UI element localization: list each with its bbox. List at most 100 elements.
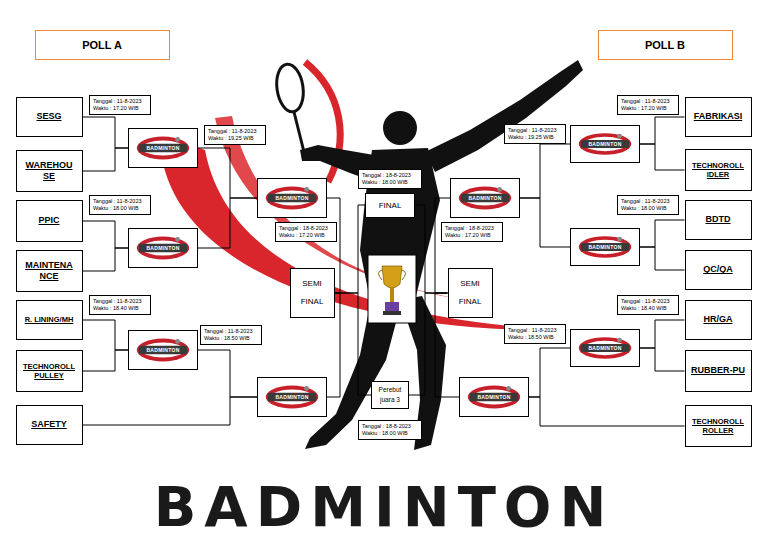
box-text: Tanggal : 11-8-2023 Waktu : 17.20 WIB (621, 98, 675, 111)
logo-shuttle (175, 339, 180, 344)
logo-shuttle (175, 137, 180, 142)
match-logo: BADMINTON (128, 228, 198, 268)
box-text: BADMINTON (146, 145, 179, 151)
box-text: POLL A (82, 39, 122, 51)
bracket-line (198, 198, 257, 248)
box-text: BADMINTON (146, 347, 179, 353)
logo-swoosh (584, 341, 627, 355)
team-box: R. LINING/MH (16, 300, 83, 340)
schedule-box: Tanggal : 18-8-2023 Waktu : 18.00 WIB (358, 169, 422, 189)
logo-band (268, 194, 317, 203)
bracket-line (83, 221, 129, 248)
schedule-box: Tanggal : 11-8-2023 Waktu : 18.50 WIB (200, 325, 262, 345)
team-box: RUBBER-PU (685, 350, 752, 392)
box-text: TECHNOROLL PULLEY (20, 362, 79, 381)
player-head (383, 111, 417, 145)
racket-head (274, 62, 306, 113)
box-text: BADMINTON (146, 245, 179, 251)
schedule-box: Tanggal : 11-8-2023 Waktu : 18.40 WIB (89, 295, 151, 315)
logo-band (139, 346, 188, 355)
bracket-line (409, 293, 448, 395)
box-text: Perebut juara 3 (374, 385, 406, 405)
bracket-line (335, 205, 366, 293)
schedule-box: Tanggal : 11-8-2023 Waktu : 19.25 WIB (204, 125, 266, 145)
team-box: TECHNOROLL PULLEY (16, 350, 83, 392)
bracket-line (198, 148, 257, 198)
schedule-box: Tanggal : 18-8-2023 Waktu : 17.20 WIB (275, 222, 337, 242)
team-box: SESG (16, 97, 83, 137)
team-box: BDTD (685, 200, 752, 240)
box-text: BADMINTON (275, 195, 308, 201)
player-silhouette (300, 60, 583, 450)
box-text: Tanggal : 11-8-2023 Waktu : 19.25 WIB (508, 127, 562, 140)
bracket-line (415, 205, 448, 293)
logo-band (139, 244, 188, 253)
box-text: Tanggal : 18-8-2023 Waktu : 18.00 WIB (362, 423, 418, 436)
schedule-box: Tanggal : 18-8-2023 Waktu : 18.00 WIB (358, 420, 422, 440)
logo-swoosh (584, 240, 627, 254)
box-text: Tanggal : 11-8-2023 Waktu : 17.20 WIB (93, 98, 147, 111)
box-text: TECHNOROLL ROLLER (689, 417, 748, 436)
trophy-box (368, 255, 416, 323)
box-text: Tanggal : 11-8-2023 Waktu : 18.40 WIB (621, 298, 675, 311)
bracket-line (640, 320, 685, 348)
box-text: HR/GA (704, 314, 733, 325)
box-text: Tanggal : 11-8-2023 Waktu : 18.50 WIB (204, 328, 258, 341)
team-box: MAINTENA NCE (16, 250, 83, 292)
match-logo: BADMINTON (128, 330, 198, 370)
logo-shuttle (617, 134, 622, 139)
box-text: WAREHOU SE (20, 160, 79, 183)
semifinal-box: SEMI FINAL (290, 268, 335, 318)
box-text: Tanggal : 11-8-2023 Waktu : 18.00 WIB (93, 198, 147, 211)
trophy-icon (379, 266, 406, 315)
logo-band (470, 393, 519, 402)
box-text: SEMI FINAL (451, 275, 490, 310)
match-logo: BADMINTON (257, 178, 327, 218)
bracket-line (198, 350, 257, 397)
trophy-handles (379, 270, 406, 280)
box-text: R. LINING/MH (25, 315, 74, 324)
box-text: RUBBER-PU (691, 365, 745, 376)
box-text: SEMI FINAL (293, 275, 332, 310)
box-text: Tanggal : 18-8-2023 Waktu : 17.20 WIB (279, 225, 333, 238)
logo-swoosh (137, 137, 189, 160)
logo-swoosh (137, 237, 189, 260)
box-text: FINAL (379, 201, 402, 210)
box-text: BADMINTON (588, 345, 621, 351)
logo-band (268, 393, 317, 402)
team-box: TECHNOROLL IDLER (685, 149, 752, 191)
logo-shuttle (506, 386, 511, 391)
logo-swoosh (137, 339, 189, 362)
logo-swoosh (579, 133, 631, 155)
bracket-line (520, 198, 570, 247)
logo-band (581, 243, 630, 251)
bracket-line (335, 293, 372, 395)
logo-swoosh (142, 240, 185, 255)
logo-shuttle (497, 187, 502, 192)
schedule-box: Tanggal : 11-8-2023 Waktu : 18.00 WIB (617, 195, 679, 215)
match-logo: BADMINTON (257, 377, 327, 417)
box-text: Tanggal : 11-8-2023 Waktu : 18.00 WIB (621, 198, 675, 211)
logo-swoosh (464, 190, 507, 205)
semifinal-box: SEMI FINAL (448, 268, 493, 318)
logo-band (581, 344, 630, 352)
logo-swoosh (142, 140, 185, 155)
bracket-line (640, 348, 685, 371)
box-text: BADMINTON (588, 141, 621, 147)
match-logo: BADMINTON (128, 128, 198, 168)
trophy-base (383, 311, 401, 315)
box-text: Tanggal : 11-8-2023 Waktu : 18.50 WIB (508, 327, 562, 340)
schedule-box: Tanggal : 18-8-2023 Waktu : 17.20 WIB (441, 222, 503, 242)
bracket-line (83, 320, 129, 350)
bracket-line (529, 348, 570, 397)
team-box: WAREHOU SE (16, 150, 83, 192)
logo-shuttle (175, 237, 180, 242)
bracket-line (529, 397, 685, 426)
bracket-line (83, 397, 258, 425)
box-text: Tanggal : 11-8-2023 Waktu : 19.25 WIB (208, 128, 262, 141)
match-logo: BADMINTON (459, 377, 529, 417)
schedule-box: Tanggal : 11-8-2023 Waktu : 18.00 WIB (89, 195, 151, 215)
team-box: FABRIKASI (685, 97, 752, 137)
bracket-line (640, 247, 685, 270)
